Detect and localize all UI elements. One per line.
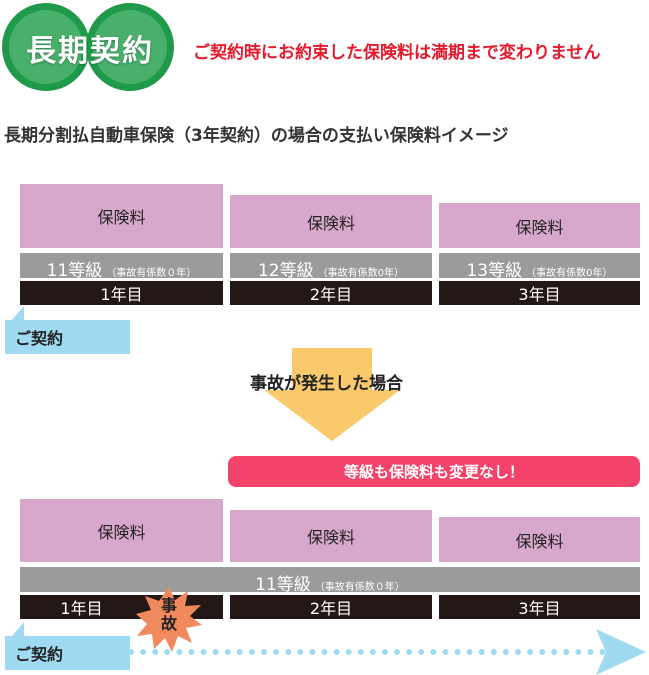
year-bar-2: 2年目	[230, 281, 432, 305]
no-change-text: 等級も保険料も変更なし！	[343, 463, 524, 481]
badge-circle-left-inner	[9, 10, 83, 84]
premium-label: 保険料	[515, 531, 564, 551]
tagline: ご契約時にお約束した保険料は満期まで変わりません	[193, 43, 601, 63]
year-label: 3年目	[518, 285, 561, 304]
badge-circle-right-inner	[93, 10, 167, 84]
premium-block-year2: 保険料	[230, 195, 432, 248]
accident-mark-text: 事故	[160, 596, 177, 633]
contract-notch-bottom	[12, 622, 24, 636]
year-label: 1年目	[100, 285, 143, 304]
year-bar-3: 3年目	[439, 281, 640, 305]
premium-block-year1-after: 保険料	[20, 499, 223, 562]
year-label: 1年目	[60, 599, 103, 618]
year-label: 2年目	[309, 599, 353, 618]
premium-label: 保険料	[97, 522, 146, 542]
grade-note: （事故有係数0年）	[526, 268, 613, 279]
premium-label: 保険料	[306, 213, 355, 233]
year-bar-1: 1年目	[20, 281, 223, 305]
year-bar-2-after: 2年目	[230, 595, 432, 619]
grade-bar-all-years: 11等級（事故有係数０年）	[20, 567, 640, 595]
diagram-subtitle: 長期分割払自動車保険（3年契約）の場合の支払い保険料イメージ	[4, 126, 509, 146]
contract-label: ご契約	[15, 329, 64, 348]
premium-block-year1: 保険料	[20, 184, 223, 248]
year-bar-3-after: 3年目	[439, 595, 640, 619]
grade-label: 11等級	[255, 575, 311, 595]
grade-note: （事故有係数０年）	[106, 268, 197, 279]
grade-label: 12等級	[257, 261, 314, 281]
timeline-dotted-line	[128, 649, 606, 655]
premium-label: 保険料	[306, 528, 355, 547]
year-label: 3年目	[518, 599, 561, 618]
year-label: 2年目	[309, 285, 353, 304]
grade-label: 13等級	[466, 261, 523, 281]
contract-tab-bottom: ご契約	[5, 636, 130, 670]
premium-block-year3: 保険料	[439, 203, 640, 248]
premium-block-year3-after: 保険料	[439, 517, 640, 562]
accident-label: 事故が発生した場合	[250, 374, 403, 394]
grade-bar-year1: 11等級（事故有係数０年）	[20, 253, 223, 281]
grade-bar-year3: 13等級（事故有係数0年）	[439, 253, 640, 281]
accident-burst-icon	[136, 587, 202, 652]
grade-note: （事故有係数0年）	[317, 268, 404, 279]
grade-bar-year2: 12等級（事故有係数0年）	[230, 253, 432, 281]
contract-tab-top: ご契約	[5, 320, 130, 354]
premium-label: 保険料	[515, 217, 564, 237]
premium-block-year2-after: 保険料	[230, 510, 432, 562]
contract-notch	[12, 306, 24, 320]
premium-label: 保険料	[97, 208, 146, 227]
down-arrow	[264, 348, 400, 441]
grade-note: （事故有係数０年）	[314, 582, 405, 593]
contract-label: ご契約	[15, 645, 64, 664]
grade-label: 11等級	[46, 261, 103, 281]
badge-text: 長期契約	[26, 34, 154, 69]
timeline-arrowhead-icon	[596, 629, 646, 675]
no-change-banner: 等級も保険料も変更なし！	[228, 456, 640, 487]
